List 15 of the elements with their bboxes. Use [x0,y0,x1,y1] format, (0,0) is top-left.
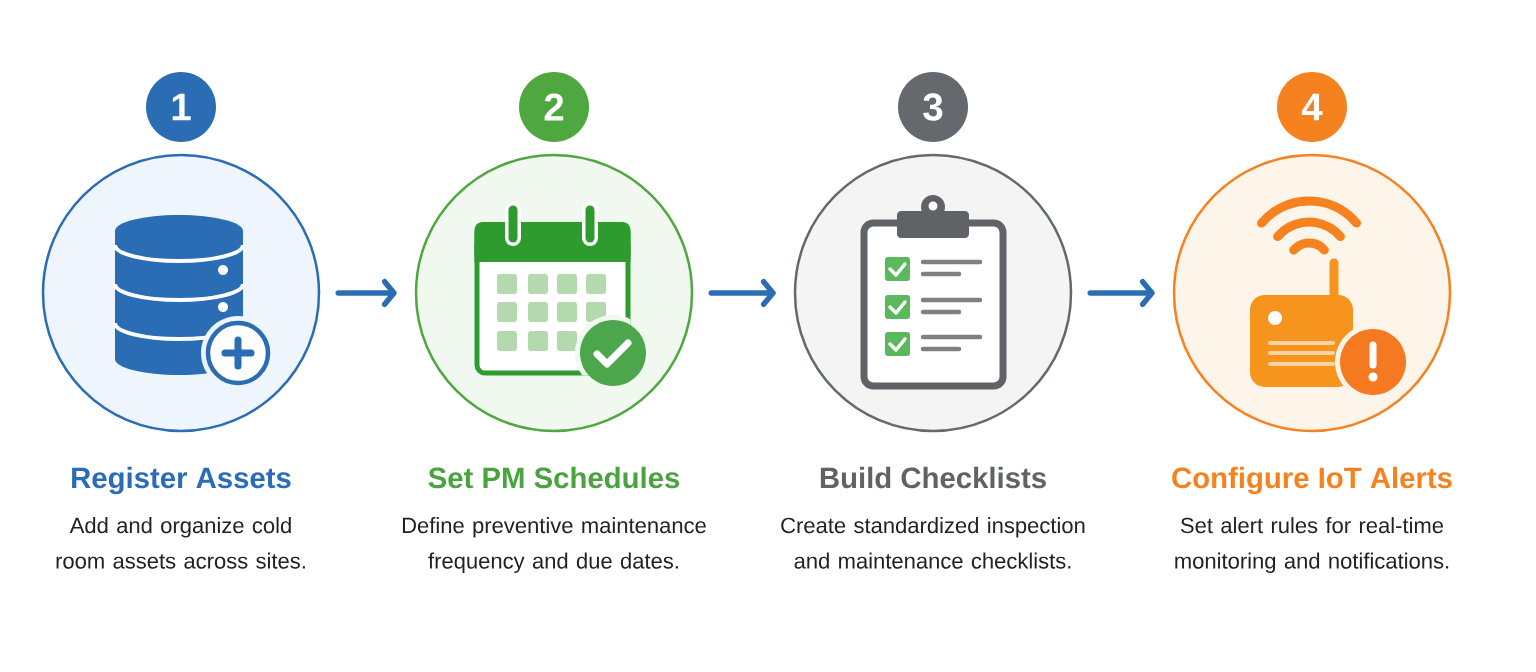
step-number-badge: 4 [1277,72,1347,142]
arrow [335,278,397,308]
step-number-badge: 2 [519,72,589,142]
step-number-badge: 3 [898,72,968,142]
step-description: Set alert rules for real-time monitoring and notifications. [1175,517,1449,574]
arrow [708,278,776,308]
step-number-badge: 1 [146,72,216,142]
step-description: Add and organize cold room assets across sites. [56,517,305,569]
arrow [1087,278,1155,308]
step-description: Create standardized inspection and maintenance checklists. [781,517,1085,569]
step-title: Configure IoT Alerts [1172,466,1452,495]
step-description: Define preventive maintenance frequency and due dates. [402,517,706,574]
step-title: Register Assets [72,466,291,495]
step-title: Set PM Schedules [428,466,680,489]
step-title: Build Checklists [820,466,1046,489]
